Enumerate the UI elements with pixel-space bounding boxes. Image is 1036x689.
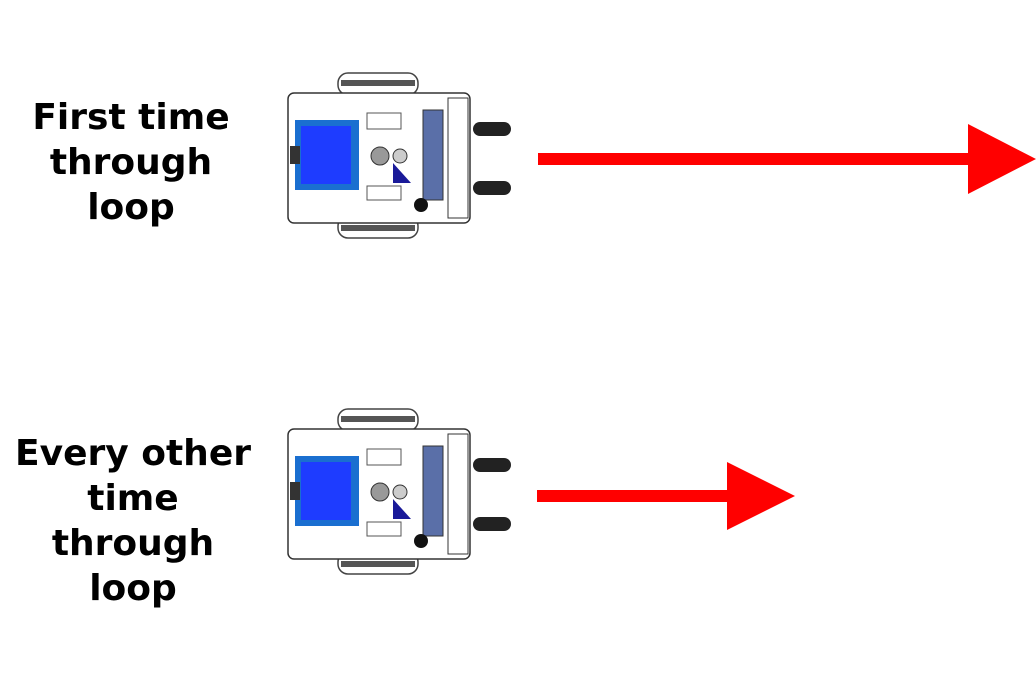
row-label-every-other: Every other time through loop <box>15 433 251 609</box>
arrow-every-other-time <box>537 462 795 530</box>
robot-body <box>287 408 511 575</box>
robot-body <box>287 72 511 239</box>
robot-top-view-icon <box>287 408 511 575</box>
arrow-first-time <box>538 124 1036 194</box>
row-label-first: First time through loop <box>32 97 230 228</box>
robot-top-view-icon <box>287 72 511 239</box>
